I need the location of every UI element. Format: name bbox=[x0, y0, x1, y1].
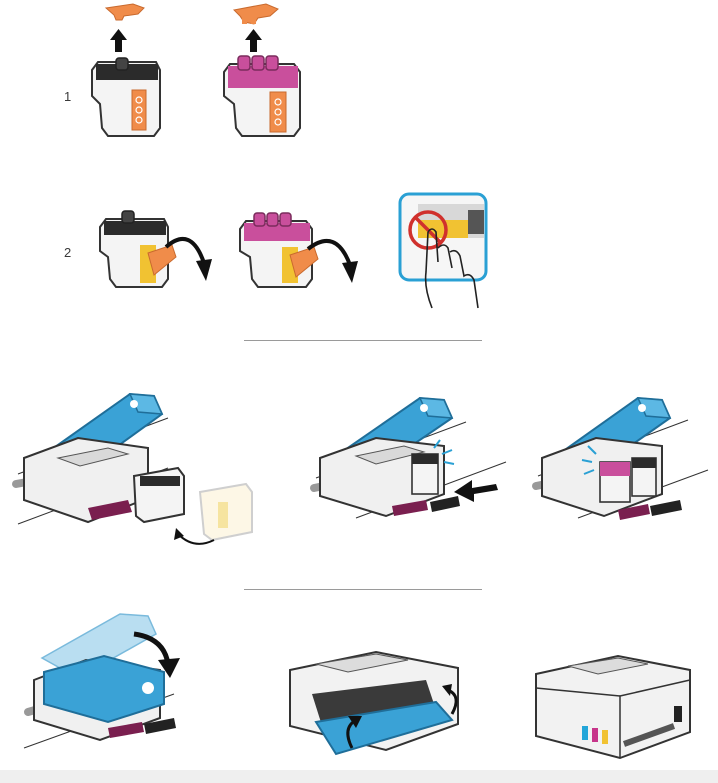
close-cartridge-access-door-illustration bbox=[289, 650, 459, 756]
section-divider bbox=[244, 340, 482, 341]
step-1-number: 1 bbox=[64, 89, 72, 104]
black-printhead-tape-removal-illustration bbox=[99, 210, 212, 288]
open-printer-insert-black-printhead-illustration bbox=[12, 392, 253, 545]
color-printhead-tape-removal-illustration bbox=[239, 212, 358, 288]
curved-arrow-icon bbox=[306, 239, 352, 266]
closed-printer-illustration bbox=[535, 654, 691, 760]
open-printer-push-black-printhead-illustration bbox=[310, 396, 507, 519]
bottom-edge bbox=[0, 770, 718, 783]
curved-arrow-icon bbox=[164, 236, 206, 264]
open-printer-push-color-printhead-illustration bbox=[532, 396, 709, 520]
color-printhead-cap-removal-illustration bbox=[223, 3, 301, 137]
click-sparks-icon bbox=[581, 445, 597, 475]
magenta-ink-tank-window bbox=[592, 728, 598, 742]
yellow-ink-tank-window bbox=[602, 730, 608, 744]
peeled-tape bbox=[147, 244, 177, 276]
black-ink-tank-window bbox=[674, 706, 682, 722]
blue-access-lid bbox=[43, 654, 165, 724]
no-touch-contacts-callout bbox=[398, 192, 488, 309]
orange-cap bbox=[104, 3, 145, 21]
close-printhead-lid-illustration bbox=[23, 613, 180, 749]
peeled-tape bbox=[289, 246, 319, 278]
arrow-up-icon bbox=[110, 29, 127, 52]
cyan-ink-tank-window bbox=[582, 726, 588, 740]
arrow-up-icon bbox=[245, 29, 262, 52]
step-2-number: 2 bbox=[64, 245, 72, 260]
hand-outline bbox=[424, 228, 479, 309]
section-divider bbox=[244, 589, 482, 590]
black-printhead-cap-removal-illustration bbox=[91, 3, 161, 137]
push-arrow-icon bbox=[454, 480, 498, 502]
click-sparks-icon bbox=[433, 439, 455, 465]
